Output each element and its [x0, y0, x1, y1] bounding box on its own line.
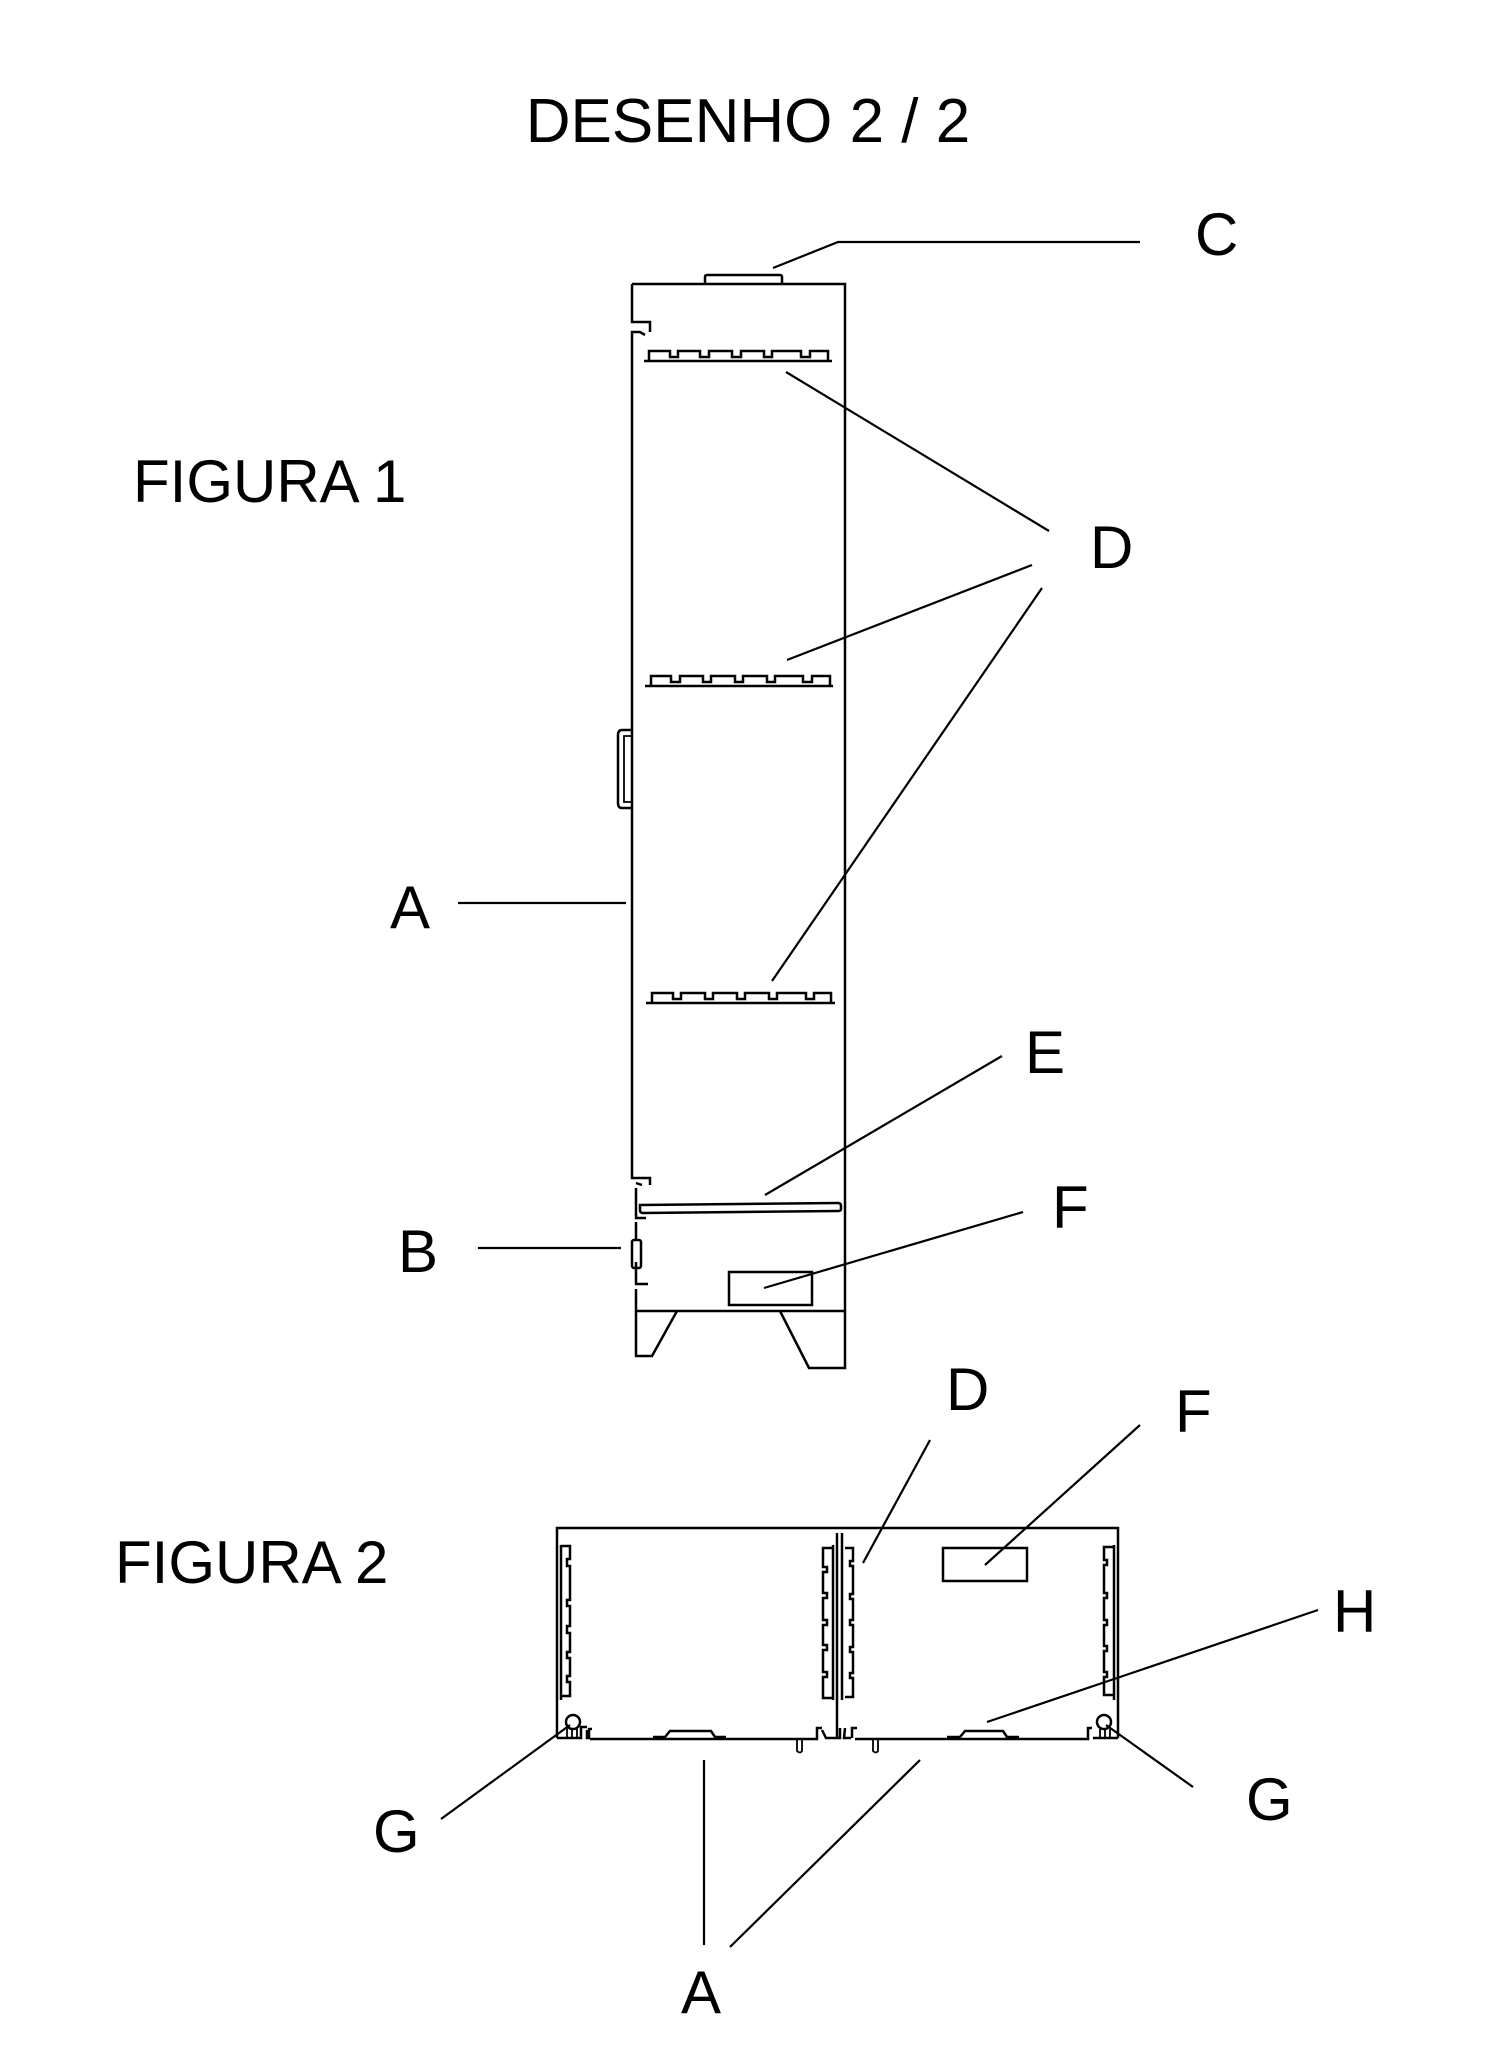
display-panel [727, 1270, 814, 1307]
leader-c [772, 240, 1140, 270]
leader-fig2-g-left [440, 1724, 571, 1820]
cabinet-left-wall-lower [634, 1188, 679, 1358]
caster-left [564, 1713, 582, 1731]
callout-f: F [1052, 1174, 1089, 1241]
display-panel-top [941, 1546, 1029, 1583]
shelf-1 [644, 349, 832, 363]
callout-fig2-f: F [1175, 1378, 1212, 1445]
figure-2-caption: FIGURA 2 [115, 1529, 388, 1596]
callout-d: D [1090, 514, 1133, 581]
caster-right-mount [1099, 1729, 1111, 1738]
sheet-title: DESENHO 2 / 2 [526, 87, 970, 156]
figure-1-leader-lines [458, 240, 1140, 1290]
shelf-3 [646, 991, 835, 1005]
callout-fig2-h: H [1333, 1578, 1376, 1645]
callout-fig2-a: A [681, 1959, 721, 2026]
figure-2-cabinet-top-view [555, 1526, 1120, 1754]
callout-c: C [1195, 201, 1238, 268]
rail-center-left [821, 1545, 835, 1700]
figure-1-cabinet-side-view [616, 273, 847, 1370]
callout-a: A [390, 874, 430, 941]
callout-fig2-g-right: G [1246, 1766, 1293, 1833]
figure-1-caption: FIGURA 1 [133, 448, 406, 515]
hinge-part [630, 1238, 643, 1270]
leader-fig2-d [862, 1439, 931, 1564]
tray-part [638, 1201, 843, 1215]
outer-frame [555, 1526, 1120, 1738]
rail-right-wall [1102, 1545, 1116, 1700]
caster-left-mount [566, 1728, 578, 1738]
callout-b: B [398, 1218, 438, 1285]
shelf-2 [645, 674, 833, 688]
peg-right [872, 1739, 879, 1754]
top-cap-part [703, 273, 784, 284]
leader-d-2 [786, 563, 1033, 662]
cabinet-right-wall [632, 282, 847, 1370]
leader-d-1 [785, 371, 1050, 532]
leader-fig2-f [984, 1424, 1141, 1566]
bottom-bump-right [947, 1729, 1019, 1739]
door-handle [616, 728, 632, 810]
callout-fig2-d: D [946, 1356, 989, 1423]
rail-center-right [845, 1546, 855, 1699]
figure-2-leader-lines [440, 1424, 1319, 1948]
callout-fig2-g-left: G [373, 1798, 420, 1865]
rail-left-wall [559, 1544, 572, 1700]
door-handle-inner [623, 735, 632, 803]
leader-fig2-h [986, 1608, 1319, 1724]
leader-fig2-a-2 [729, 1759, 921, 1948]
leader-e [764, 1055, 1003, 1196]
leader-d-3 [771, 587, 1043, 982]
bottom-bump-left [653, 1729, 726, 1739]
caster-right [1095, 1713, 1113, 1731]
leader-f [763, 1210, 1024, 1290]
callout-e: E [1025, 1019, 1065, 1086]
leader-fig2-g-right [1105, 1724, 1194, 1788]
cabinet-left-wall-upper [630, 284, 652, 1187]
peg-left [796, 1739, 803, 1754]
